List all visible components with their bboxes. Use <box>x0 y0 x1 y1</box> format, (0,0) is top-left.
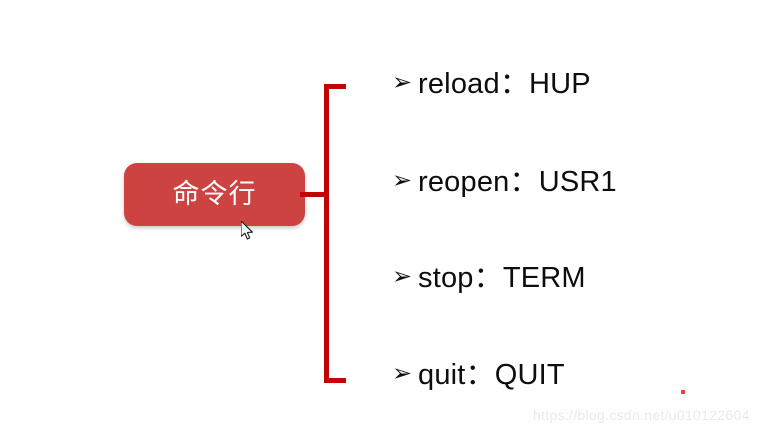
list-item-label: reopen：USR1 <box>418 165 617 198</box>
list-item[interactable]: ➢ quit：QUIT <box>392 355 565 395</box>
list-item-label: reload：HUP <box>418 67 591 100</box>
mouse-cursor-icon <box>240 220 255 241</box>
connector-stub-top <box>324 84 346 89</box>
arrow-bullet-icon: ➢ <box>392 263 413 290</box>
arrow-bullet-icon: ➢ <box>392 69 413 96</box>
mindmap-root-node-label: 命令行 <box>172 179 257 210</box>
list-item[interactable]: ➢ stop：TERM <box>392 258 586 298</box>
list-item[interactable]: ➢ reload：HUP <box>392 64 591 104</box>
branch-list: ➢ reload：HUP ➢ reopen：USR1 ➢ stop：TERM ➢… <box>392 58 752 398</box>
arrow-bullet-icon: ➢ <box>392 167 413 194</box>
stray-dot-marker <box>681 390 685 394</box>
list-item-label: stop：TERM <box>418 261 586 294</box>
arrow-bullet-icon: ➢ <box>392 360 413 387</box>
connector-stub-bottom <box>324 378 346 383</box>
list-item-label: quit：QUIT <box>418 358 565 391</box>
mindmap-root-node[interactable]: 命令行 <box>124 163 305 226</box>
connector-spine <box>324 84 329 383</box>
connector-node-stub <box>300 192 329 197</box>
list-item[interactable]: ➢ reopen：USR1 <box>392 162 617 202</box>
watermark-text: https://blog.csdn.net/u010122604 <box>533 407 750 423</box>
